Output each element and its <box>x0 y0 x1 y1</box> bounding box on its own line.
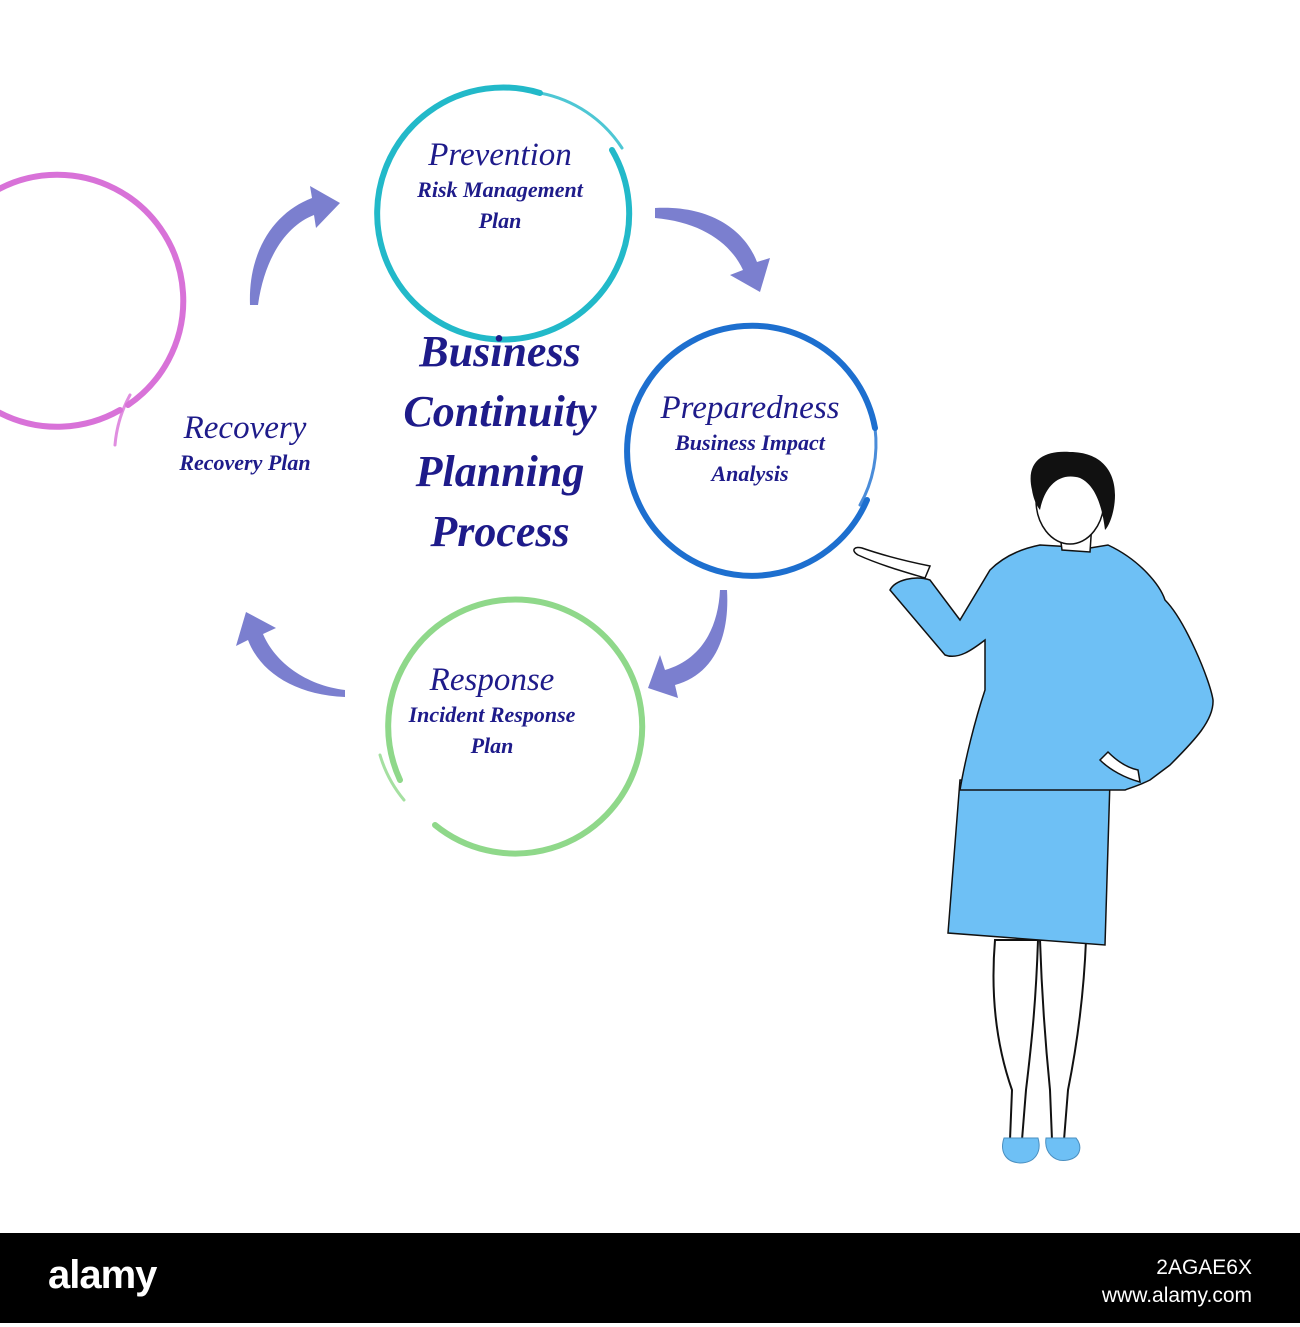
title-line: Business <box>419 327 581 376</box>
preparedness-circle <box>624 322 878 579</box>
node-response: Response Incident Response Plan <box>352 662 632 761</box>
footer-banner <box>0 1233 1300 1323</box>
response-circle <box>378 596 646 857</box>
node-subtitle-line: Analysis <box>711 461 789 486</box>
arrow-preparedness-to-response <box>648 590 728 698</box>
title-line: Planning <box>415 447 585 496</box>
node-subtitle-line: Business Impact <box>675 430 825 455</box>
arrow-response-to-recovery <box>236 612 345 697</box>
brand-logo: alamy <box>48 1253 157 1297</box>
node-preparedness: Preparedness Business Impact Analysis <box>610 390 890 489</box>
node-title: Response <box>429 662 555 698</box>
presenter-figure <box>853 451 1214 1164</box>
arrow-recovery-to-prevention <box>249 186 340 305</box>
node-subtitle-line: Plan <box>470 733 514 758</box>
title-line: Continuity <box>403 387 597 436</box>
diagram-title: Business Continuity Planning Process <box>370 322 630 562</box>
node-subtitle-line: Risk Management <box>417 177 583 202</box>
node-subtitle-line: Incident Response <box>408 702 576 727</box>
node-title: Prevention <box>428 137 572 173</box>
node-recovery: Recovery Recovery Plan <box>105 410 385 478</box>
node-prevention: Prevention Risk Management Plan <box>350 137 650 236</box>
prevention-circle <box>374 84 633 343</box>
title-line: Process <box>430 507 570 556</box>
stock-id: 2AGAE6X <box>1156 1256 1252 1279</box>
node-title: Preparedness <box>660 390 840 426</box>
node-title: Recovery <box>183 410 307 446</box>
node-subtitle-line: Plan <box>478 208 522 233</box>
site-url: www.alamy.com <box>1101 1284 1252 1307</box>
node-subtitle-line: Recovery Plan <box>179 450 311 475</box>
arrow-prevention-to-preparedness <box>655 207 770 292</box>
recovery-circle <box>0 171 187 447</box>
